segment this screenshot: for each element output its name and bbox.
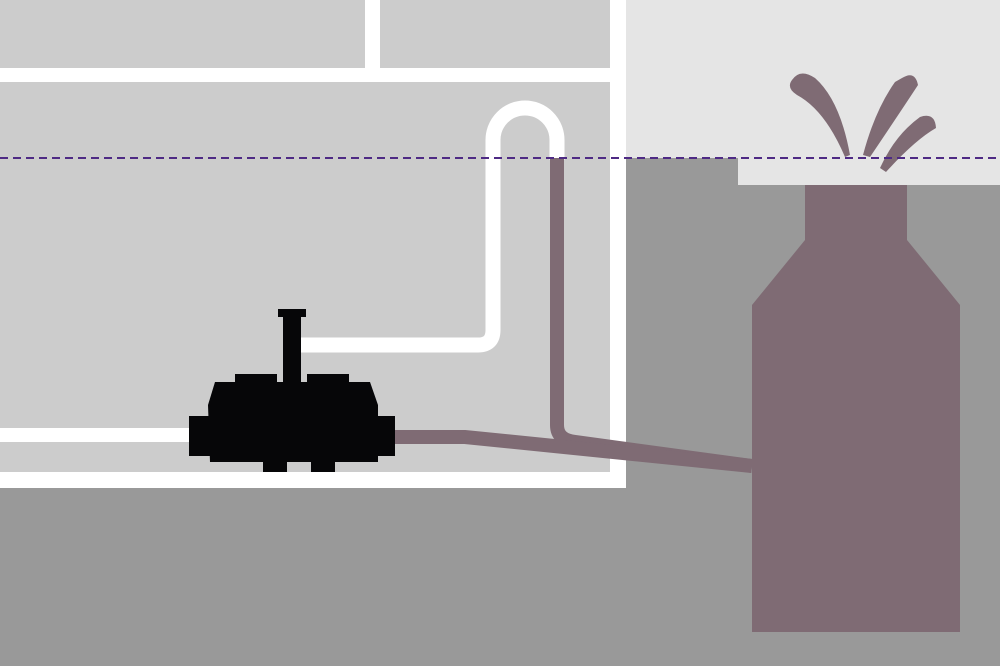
discharge-pipe — [300, 100, 565, 353]
upper-room-left — [0, 0, 365, 68]
water-splash-icon — [789, 73, 936, 172]
upper-room-right — [380, 0, 610, 68]
pump-icon — [189, 309, 395, 472]
water-tank — [752, 185, 960, 632]
outlet-pipe — [390, 430, 753, 473]
ground-slab — [738, 158, 1000, 185]
floor-drain-pipe — [0, 428, 195, 442]
